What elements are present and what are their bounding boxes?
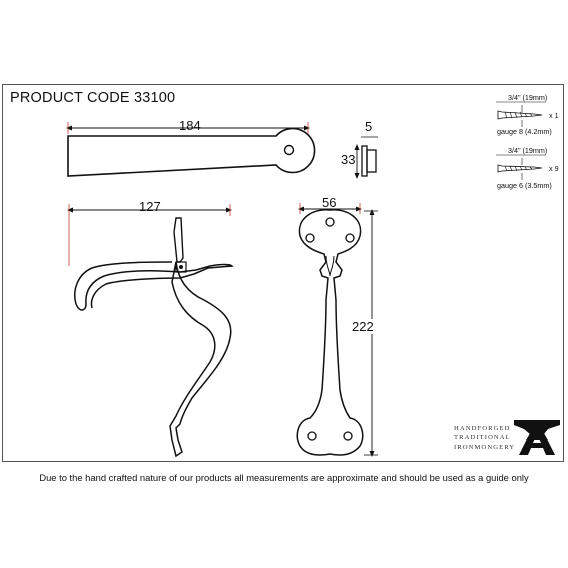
disclaimer: Due to the hand crafted nature of our pr… <box>39 472 529 483</box>
brand-line: HANDFORGED <box>454 425 511 432</box>
bar-length-label: 184 <box>179 118 201 133</box>
screw-icon <box>496 101 546 127</box>
screw-1-gauge: gauge 8 (4.2mm) <box>497 127 552 136</box>
screw-2-quantity: x 9 <box>549 164 559 173</box>
handle-length-label: 222 <box>351 319 375 334</box>
latch-reach-label: 127 <box>139 199 161 214</box>
handle-front-view <box>296 209 364 456</box>
latch-reach-dimension <box>67 204 232 266</box>
bar-length-dimension <box>66 122 310 134</box>
screw-2-gauge: gauge 6 (3.5mm) <box>497 181 552 190</box>
brand-text: HANDFORGED TRADITIONAL IRONMONGERY <box>454 424 515 452</box>
brand-line: IRONMONGERY <box>454 443 516 451</box>
handle-width-label: 56 <box>322 195 337 210</box>
handle-width-dimension <box>298 203 362 214</box>
drawing-frame <box>2 84 564 462</box>
screw-1-quantity: x 1 <box>549 111 559 120</box>
keeper-side-profile <box>354 136 378 179</box>
screw-1-length: 3/4" (19mm) <box>508 93 548 102</box>
product-code: PRODUCT CODE 33100 <box>10 90 176 106</box>
bar-height-label: 33 <box>341 152 356 167</box>
keeper-bar <box>67 127 316 177</box>
screw-icon <box>496 154 546 180</box>
screw-2-length: 3/4" (19mm) <box>508 146 548 155</box>
latch-side-view <box>74 217 234 458</box>
anvil-logo-icon <box>514 420 560 455</box>
bar-thickness-label: 5 <box>365 119 373 134</box>
brand-line: TRADITIONAL <box>454 434 511 442</box>
